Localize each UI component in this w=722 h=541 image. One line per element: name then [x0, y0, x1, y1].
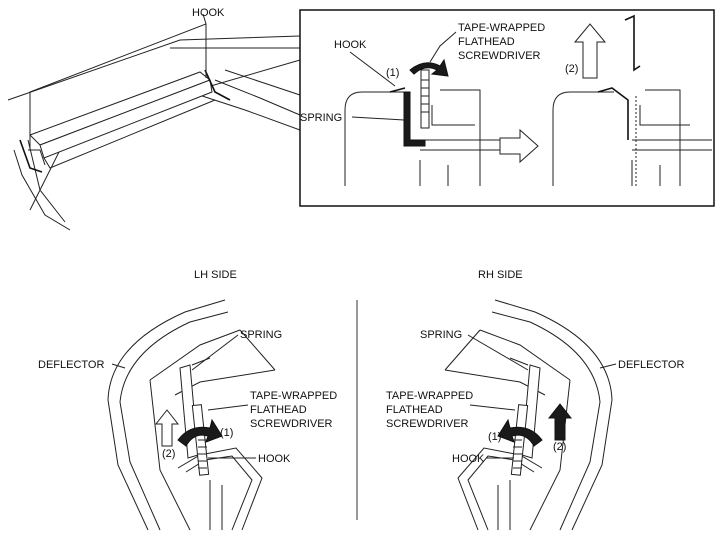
detail-box — [299, 9, 715, 207]
rh-tool-label-2: FLATHEAD — [386, 404, 443, 416]
sequence-arrow-icon — [499, 128, 539, 164]
detail-tool-label-1: TAPE-WRAPPED — [458, 22, 545, 34]
lh-up-arrow-icon — [154, 409, 180, 447]
lh-illustration — [107, 299, 276, 531]
lh-step2-label: (2) — [162, 448, 175, 460]
detail-hook-label: HOOK — [334, 39, 367, 51]
overview-hook-label: HOOK — [192, 7, 225, 19]
detail-after-illustration — [552, 14, 712, 186]
rh-tool-label-3: SCREWDRIVER — [386, 418, 469, 430]
up-arrow-icon — [573, 23, 607, 79]
rh-step2-label: (2) — [553, 441, 566, 453]
detail-before-illustration — [344, 58, 500, 186]
rh-step1-label: (1) — [488, 431, 501, 443]
rh-hook-label: HOOK — [452, 453, 485, 465]
overview-illustration — [7, 13, 301, 231]
rh-spring-label: SPRING — [420, 329, 462, 341]
lh-hook-label: HOOK — [258, 453, 291, 465]
detail-step1-label: (1) — [386, 67, 399, 79]
detail-tool-label-3: SCREWDRIVER — [458, 50, 541, 62]
lh-step1-label: (1) — [220, 427, 233, 439]
lh-tool-label-1: TAPE-WRAPPED — [250, 390, 337, 402]
rh-up-arrow-icon — [547, 403, 573, 441]
rh-illustration — [444, 299, 613, 531]
lh-title: LH SIDE — [194, 269, 237, 281]
screwdriver-shaft — [420, 69, 430, 129]
rh-title: RH SIDE — [478, 269, 523, 281]
lh-tool-label-2: FLATHEAD — [250, 404, 307, 416]
detail-step2-label: (2) — [565, 63, 578, 75]
lh-tool-label-3: SCREWDRIVER — [250, 418, 333, 430]
rh-tool-label-1: TAPE-WRAPPED — [386, 390, 473, 402]
rh-deflector-label: DEFLECTOR — [618, 359, 684, 371]
detail-tool-label-2: FLATHEAD — [458, 36, 515, 48]
detail-spring-label: SPRING — [300, 112, 342, 124]
lh-spring-label: SPRING — [240, 329, 282, 341]
lh-deflector-label: DEFLECTOR — [38, 359, 104, 371]
